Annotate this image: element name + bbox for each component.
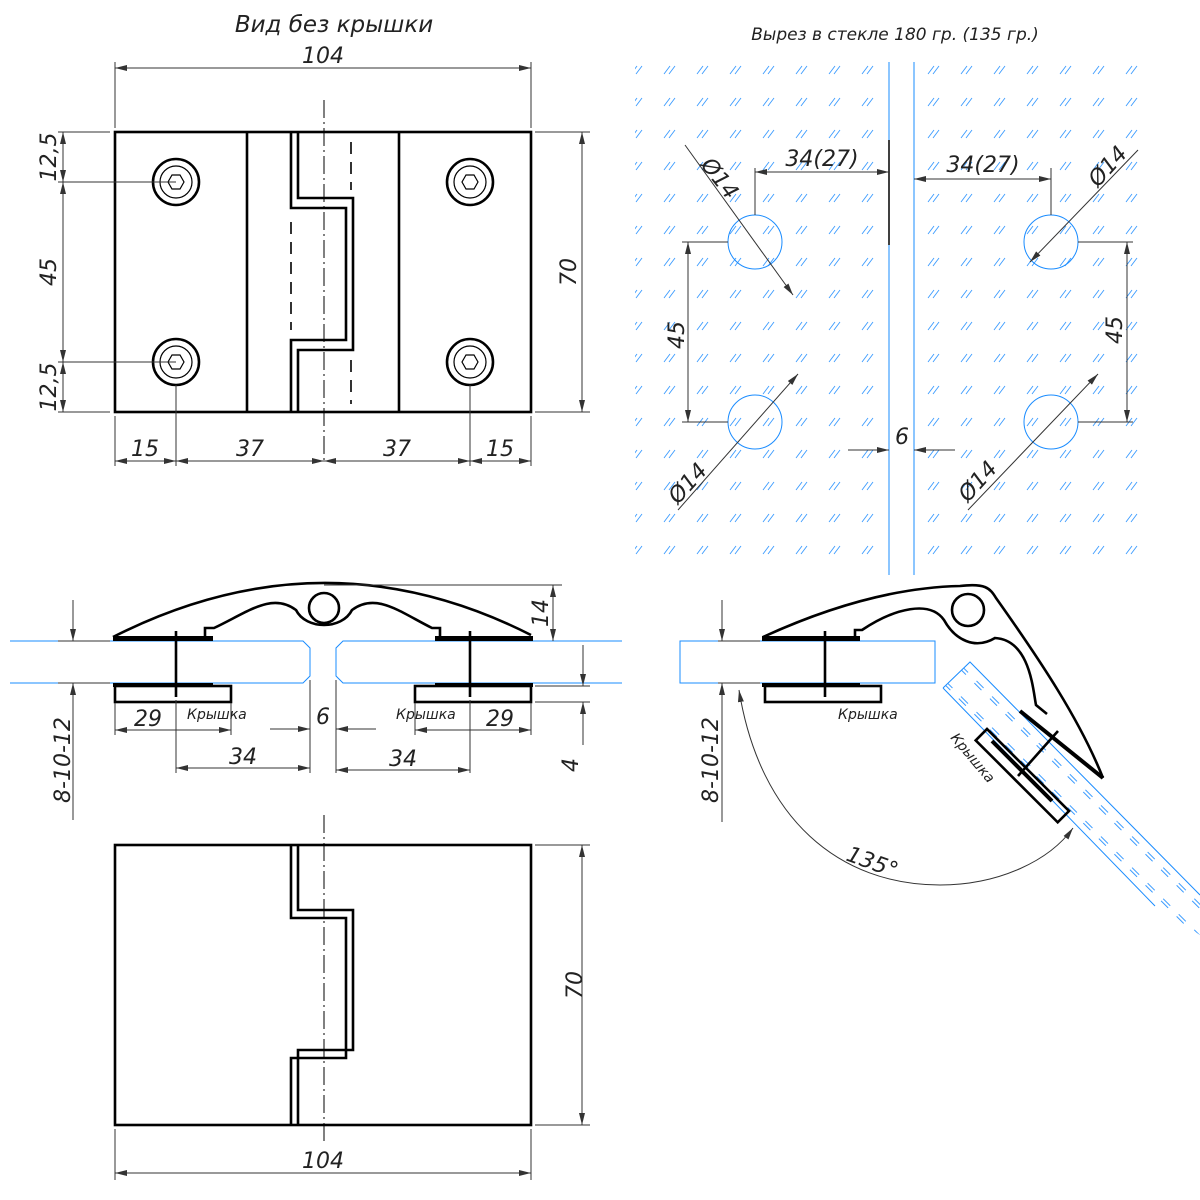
dim-height: 14: [529, 599, 554, 627]
cutout-view-title: Вырез в стекле 180 гр. (135 гр.): [751, 25, 1039, 45]
dim-cover-thickness: 4: [559, 758, 584, 772]
dim-glass: 8-10-12: [51, 717, 76, 803]
dim-left-half: 37: [236, 437, 264, 462]
dim-left-edge: 15: [131, 437, 159, 462]
screw-icon: [445, 157, 495, 207]
cover-label-left: Крышка: [187, 707, 247, 723]
dim-height: 70: [563, 971, 588, 999]
knuckle-profile: [289, 132, 348, 412]
top-view-title: Вид без крышки: [235, 12, 433, 38]
cover-flat: [763, 684, 883, 704]
dim-spacing-left: 45: [665, 321, 690, 349]
cutout-view: Вырез в стекле 180 гр. (135 гр.) Ø14 Ø14: [635, 25, 1150, 575]
dim-hole-left: 34: [229, 745, 257, 770]
dim-cover-right: 29: [486, 707, 514, 732]
glass-right: [335, 640, 622, 684]
glass-right: [914, 62, 1150, 556]
hinge-pin: [307, 591, 341, 625]
dim-glass: 8-10-12: [699, 717, 724, 803]
cover-label-right: Крышка: [396, 707, 456, 723]
dim-offset-left: 34(27): [785, 147, 858, 172]
hinge-body: [112, 581, 532, 639]
dim-top-offset: 12,5: [37, 133, 62, 182]
hinge-outline: [113, 843, 533, 1127]
dim-right-edge: 15: [486, 437, 514, 462]
screw-icon: [445, 337, 495, 387]
glass-left: [10, 640, 311, 684]
cover-left: [113, 684, 233, 704]
dim-right-half: 37: [383, 437, 411, 462]
dim-offset-right: 34(27): [946, 153, 1019, 178]
dim-bottom-offset: 12,5: [37, 363, 62, 412]
dim-spacing-right: 45: [1103, 316, 1128, 344]
glass-left: [635, 62, 889, 556]
dim-hole-right: 34: [389, 747, 417, 772]
dimension-lines: [58, 62, 590, 466]
dim-cover-left: 29: [134, 707, 162, 732]
dim-hole-spacing: 45: [37, 258, 62, 286]
dim-width: 104: [302, 1149, 344, 1174]
angle-arc: [737, 689, 1074, 886]
dim-gap: 6: [895, 425, 909, 450]
knuckle-profile: [289, 845, 348, 1125]
side-view: 14 8-10-12 29 29 34 34 6 4 Крышка Крышка: [10, 581, 622, 820]
hinge-outline: [113, 130, 533, 414]
open-view: 8-10-12 135° Крышка Крышка: [679, 583, 1200, 935]
hinge-pin: [950, 592, 986, 628]
dim-gap: 6: [316, 705, 330, 730]
dim-height: 70: [557, 258, 582, 286]
top-view: Вид без крышки: [37, 12, 590, 466]
dim-angle: 135°: [843, 842, 901, 884]
bottom-view: 70 104: [113, 815, 590, 1180]
dim-width: 104: [302, 44, 344, 69]
glass-fixed: [679, 640, 936, 684]
cover-label-flat: Крышка: [838, 707, 898, 723]
cover-right: [413, 684, 533, 704]
cover-label-rotated: Крышка: [947, 730, 998, 786]
